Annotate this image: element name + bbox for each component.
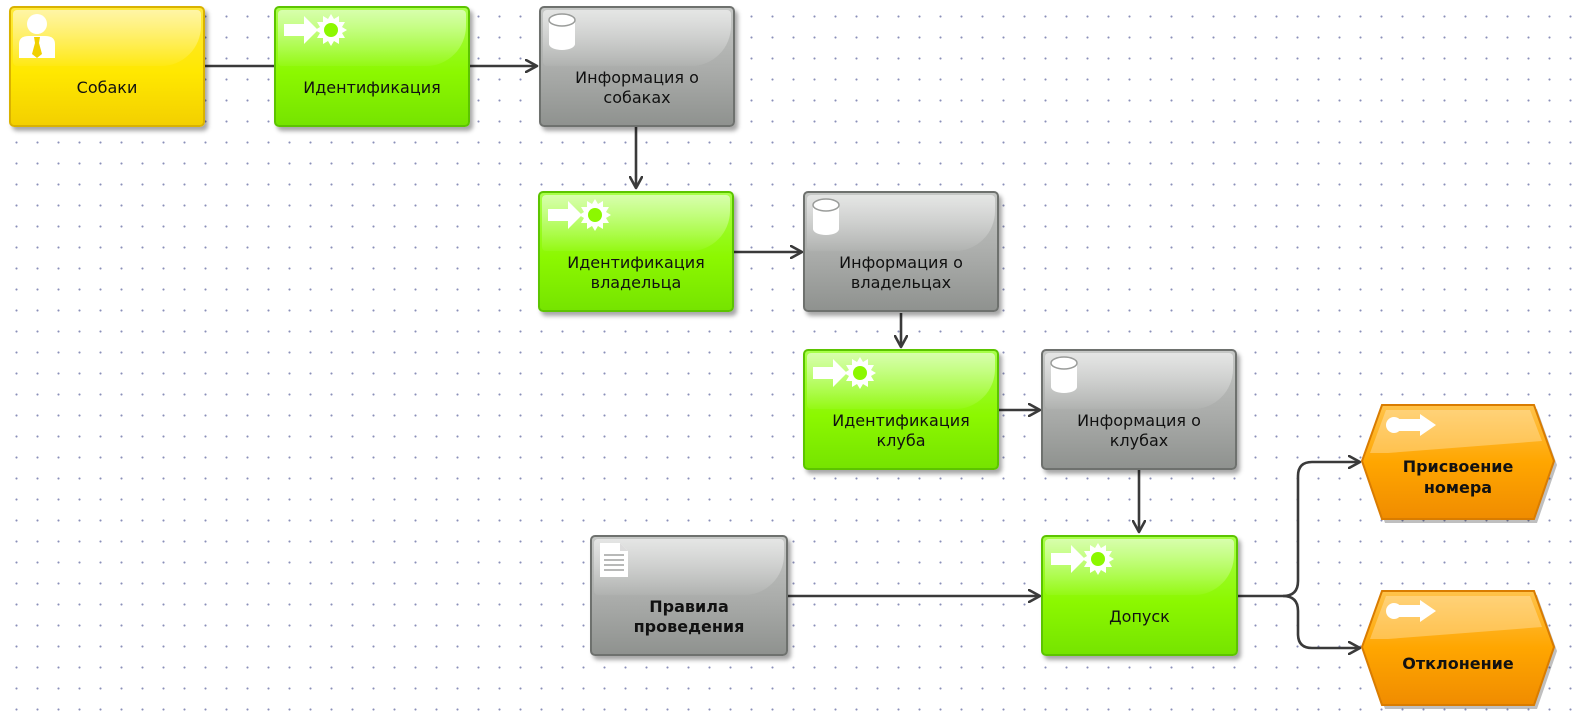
org-unit-dogs[interactable]: Собаки (9, 6, 205, 127)
data-label: Информация о владельцах (839, 252, 963, 292)
function-label: Идентификация клуба (832, 410, 970, 450)
function-identification[interactable]: Идентификация (274, 6, 470, 127)
function-label: Идентификация владельца (567, 252, 705, 292)
edge-admission-to-rejection (1282, 594, 1360, 648)
data-dogs-info[interactable]: Информация о собаках (539, 6, 735, 127)
event-label: Отклонение (1402, 653, 1514, 673)
function-icon (282, 12, 348, 52)
document-icon (598, 541, 630, 583)
function-label: Допуск (1109, 606, 1170, 626)
data-label: Информация о клубах (1077, 410, 1201, 450)
org-unit-label: Собаки (76, 77, 138, 97)
data-clubs-info[interactable]: Информация о клубах (1041, 349, 1237, 470)
event-rejection[interactable]: Отклонение (1358, 587, 1558, 711)
function-club-identification[interactable]: Идентификация клуба (803, 349, 999, 470)
function-owner-identification[interactable]: Идентификация владельца (538, 191, 734, 312)
document-rules[interactable]: Правила проведения (590, 535, 788, 656)
data-owners-info[interactable]: Информация о владельцах (803, 191, 999, 312)
function-admission[interactable]: Допуск (1041, 535, 1238, 656)
function-label: Идентификация (303, 77, 441, 97)
data-label: Информация о собаках (575, 67, 699, 107)
event-label: Присвоение номера (1402, 457, 1514, 497)
edge-admission-to-number-assignment (1238, 462, 1360, 598)
document-label: Правила проведения (633, 596, 745, 636)
database-icon (811, 197, 841, 241)
person-icon (17, 12, 57, 62)
event-number-assignment[interactable]: Присвоение номера (1358, 401, 1558, 525)
database-icon (547, 12, 577, 56)
function-icon (1049, 541, 1115, 581)
database-icon (1049, 355, 1079, 399)
function-icon (546, 197, 612, 237)
function-icon (811, 355, 877, 395)
